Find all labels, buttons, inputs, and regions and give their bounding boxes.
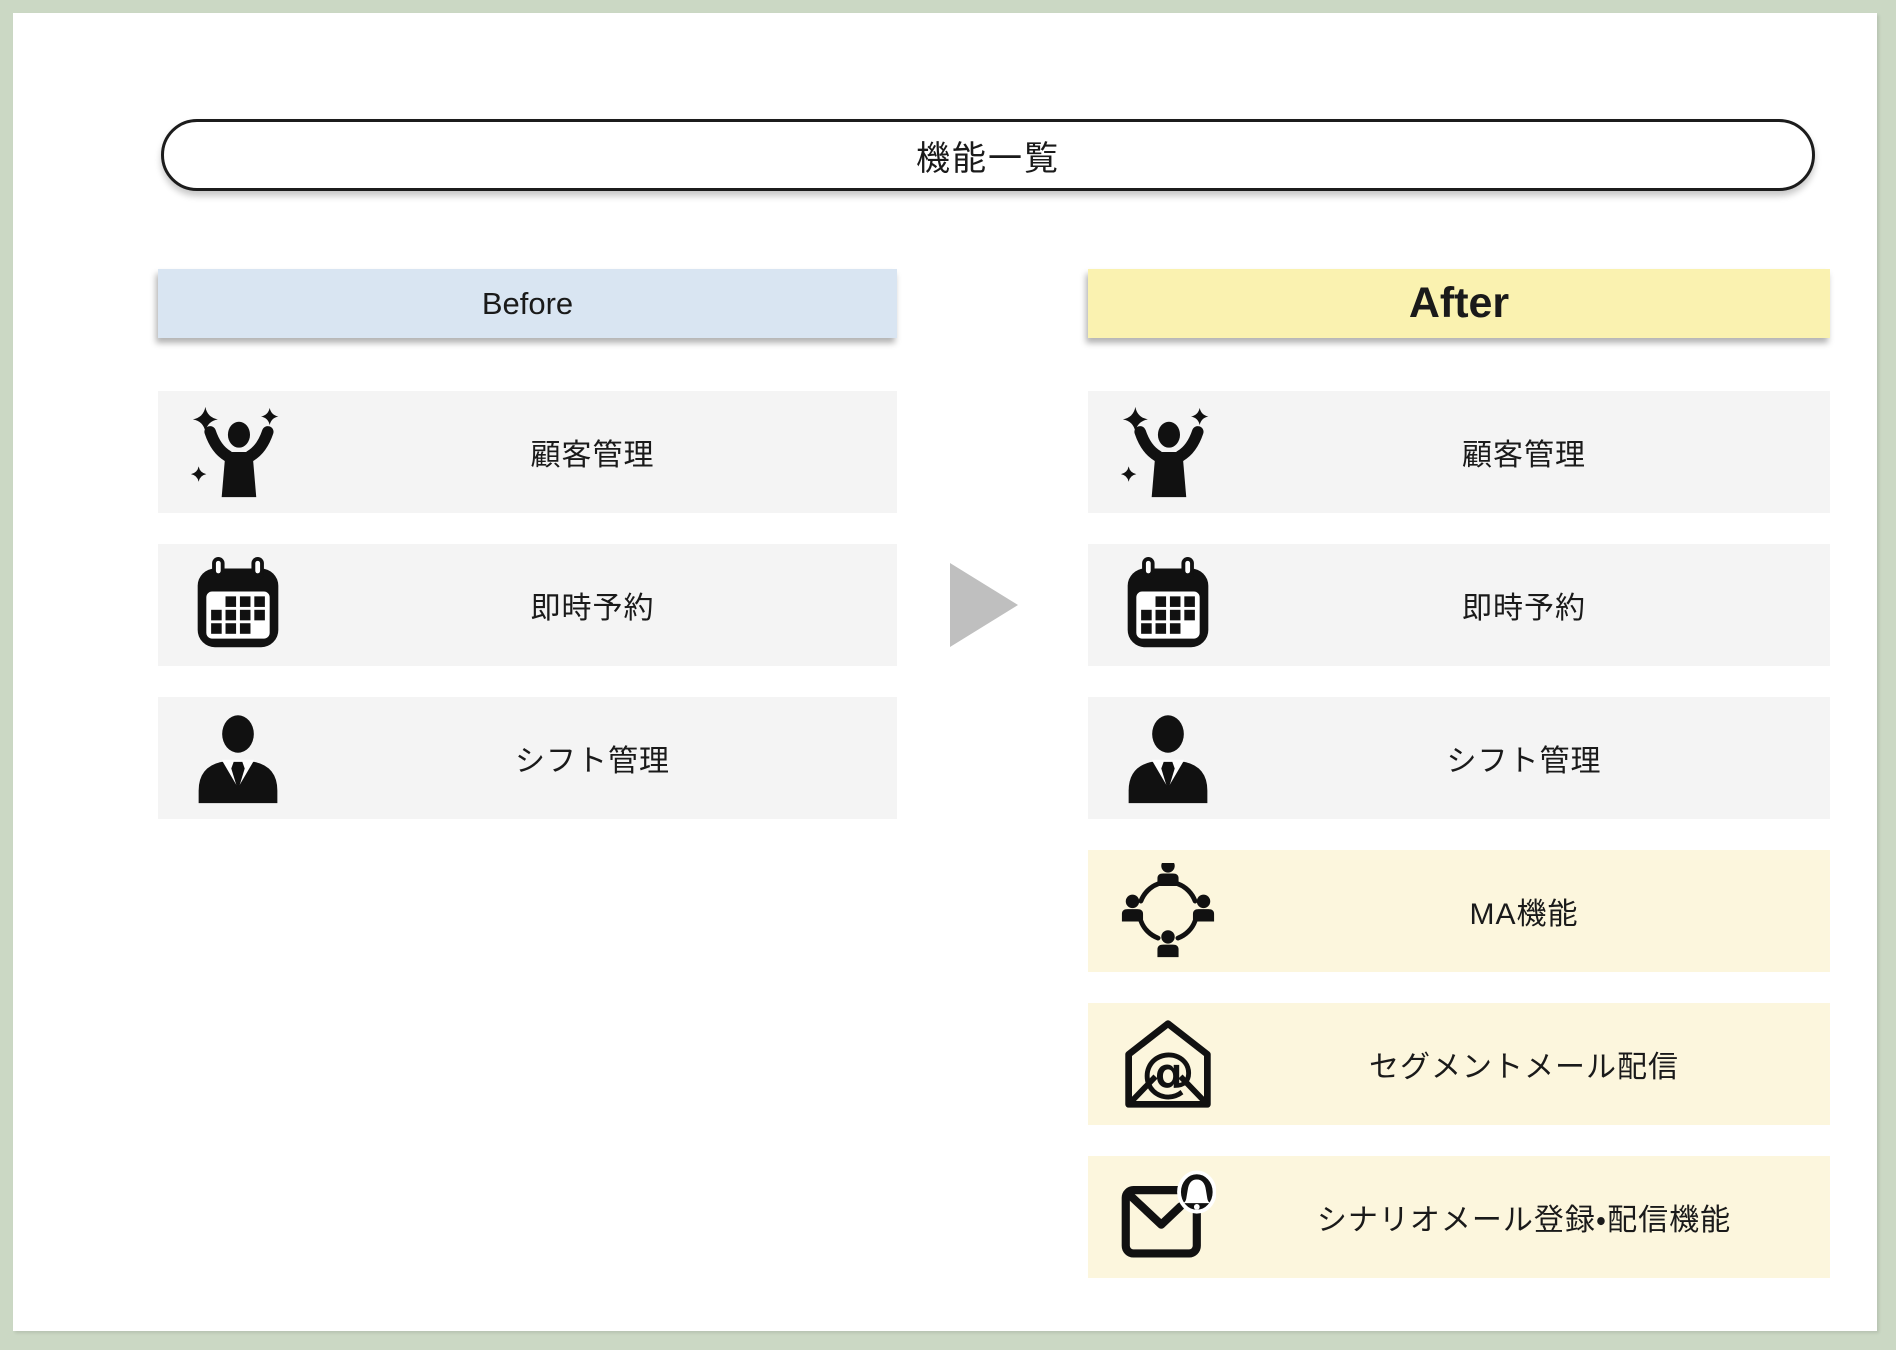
feature-row: 顧客管理 [1088, 391, 1830, 513]
before-header: Before [158, 269, 897, 338]
feature-row: 即時予約 [1088, 544, 1830, 666]
before-header-label: Before [481, 285, 574, 321]
feature-label: MA機能 [1469, 898, 1579, 931]
feature-label: 即時予約 [1462, 592, 1586, 625]
feature-label: 顧客管理 [530, 439, 655, 472]
page-title: 機能一覧 [916, 139, 1060, 178]
email-bell-icon [1118, 1167, 1218, 1267]
feature-row: シナリオメール登録・配信機能 [1088, 1156, 1830, 1278]
after-column-rows: 顧客管理 即時予約 シフト管理 [1088, 391, 1830, 1309]
feature-label: 即時予約 [530, 592, 655, 625]
after-header: After [1088, 269, 1830, 338]
feature-row: シフト管理 [1088, 697, 1830, 819]
before-column-rows: 顧客管理 即時予約 シフト管理 [158, 391, 897, 850]
feature-row: 即時予約 [158, 544, 897, 666]
feature-label: シフト管理 [1446, 745, 1602, 778]
celebrating-person-icon [1118, 402, 1218, 502]
feature-label: シナリオメール登録・配信機能 [1316, 1204, 1732, 1237]
feature-row: 顧客管理 [158, 391, 897, 513]
feature-label: シフト管理 [515, 745, 670, 778]
businessman-icon [188, 708, 288, 808]
email-at-icon: @ [1118, 1014, 1218, 1114]
page-title-box: 機能一覧 [161, 119, 1815, 191]
svg-text:@: @ [1141, 1040, 1195, 1103]
feature-row: MA機能 [1088, 850, 1830, 972]
feature-label: セグメントメール配信 [1369, 1051, 1679, 1084]
feature-row: シフト管理 [158, 697, 897, 819]
feature-label: 顧客管理 [1462, 439, 1586, 472]
calendar-icon [188, 555, 288, 655]
after-header-label: After [1408, 279, 1510, 327]
celebrating-person-icon [188, 402, 288, 502]
businessman-icon [1118, 708, 1218, 808]
people-network-icon [1118, 861, 1218, 961]
feature-row: @ セグメントメール配信 [1088, 1003, 1830, 1125]
calendar-icon [1118, 555, 1218, 655]
content-canvas: 機能一覧 Before After 顧客管理 即時予約 [13, 13, 1877, 1331]
before-to-after-arrow-icon [950, 563, 1018, 647]
